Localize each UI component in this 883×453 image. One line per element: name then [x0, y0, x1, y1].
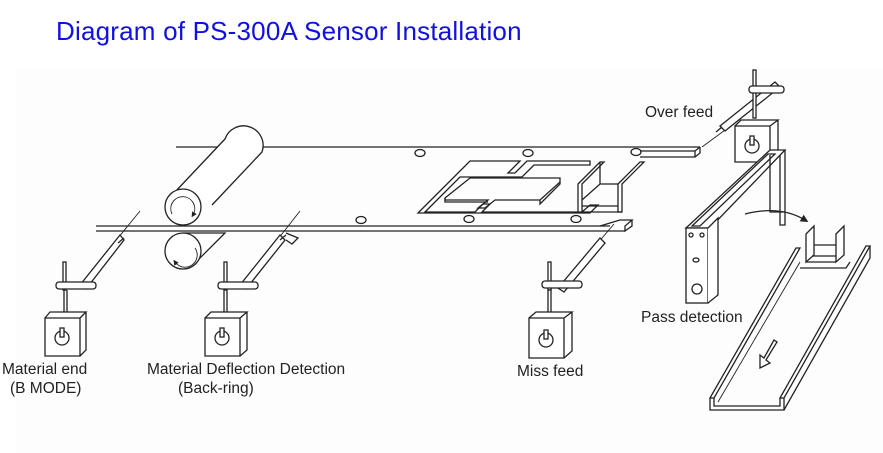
- over-feed-label: Over feed: [645, 104, 713, 121]
- u-bracket: [577, 161, 646, 213]
- material-deflection-sub-label: (Back-ring): [178, 380, 254, 397]
- material-end-mode-label: (B MODE): [10, 380, 81, 397]
- flow-arrow-icon: [744, 209, 809, 223]
- lower-feed-roller: [164, 232, 227, 270]
- pass-detection-label: Pass detection: [641, 309, 743, 326]
- upper-feed-roller: [164, 125, 264, 226]
- punched-pattern: [416, 160, 600, 214]
- output-chute: [708, 245, 872, 411]
- collection-bin: [805, 224, 845, 264]
- material-end-sensor: Material end (B MODE): [2, 210, 141, 397]
- material-deflection-sensor: Material Deflection Detection (Back-ring…: [147, 210, 345, 397]
- over-feed-sensor: Over feed: [645, 69, 785, 163]
- chute-arrow-icon: [759, 339, 778, 370]
- miss-feed-label: Miss feed: [517, 363, 583, 380]
- material-end-label: Material end: [2, 361, 87, 378]
- rotation-arrow-icon: [173, 247, 198, 268]
- miss-feed-sensor: Miss feed: [517, 223, 615, 380]
- material-deflection-label: Material Deflection Detection: [147, 361, 345, 378]
- page-title: Diagram of PS-300A Sensor Installation: [56, 16, 522, 46]
- pass-detection-sensor: Pass detection: [641, 149, 809, 326]
- rotation-arrow-icon: [170, 196, 197, 218]
